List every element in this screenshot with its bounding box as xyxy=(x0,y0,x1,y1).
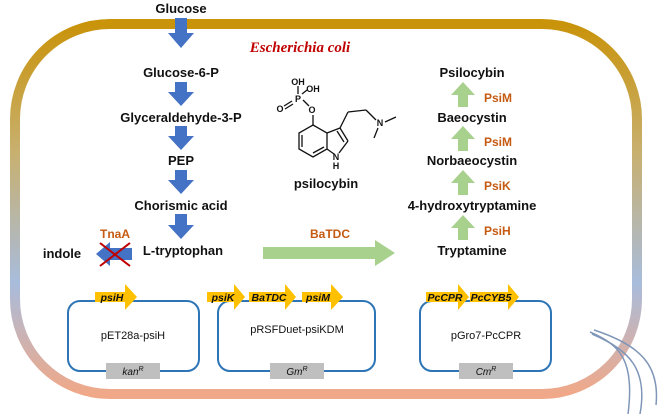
arrow-down-icon xyxy=(168,126,194,150)
gene-pccyb5: PcCYB5 xyxy=(471,292,512,304)
marker-sup: R xyxy=(303,366,308,373)
gene-batdc: BaTDC xyxy=(251,292,286,304)
atom-oh-1: OH xyxy=(291,77,305,87)
compound-chorismic-acid: Chorismic acid xyxy=(134,198,227,213)
enzyme-psim-1: PsiM xyxy=(484,135,512,149)
compound-glucose-6-p: Glucose-6-P xyxy=(143,65,219,80)
atom-o-ester: O xyxy=(308,105,315,115)
green-arrows xyxy=(451,82,475,240)
gene-pccpr: PcCPR xyxy=(427,292,462,304)
atom-o-double: O xyxy=(276,104,283,114)
svg-text:GmR: GmR xyxy=(286,366,307,378)
arrow-down-icon xyxy=(168,214,194,239)
gene-arrow-pccpr xyxy=(426,284,469,310)
arrow-up-icon xyxy=(451,126,475,151)
compound-psilocybin: Psilocybin xyxy=(439,65,504,80)
psilocybin-structure xyxy=(283,86,397,158)
arrow-right-icon xyxy=(263,240,395,266)
enzyme-psim-2: PsiM xyxy=(484,91,512,105)
gene-arrow-psim xyxy=(302,284,343,310)
marker-sup: R xyxy=(139,366,144,373)
atom-h-indole: H xyxy=(333,161,340,171)
atom-n-amine: N xyxy=(377,118,384,128)
flagella xyxy=(589,329,658,414)
organism-title: Escherichia coli xyxy=(249,40,351,56)
atom-oh-2: OH xyxy=(306,84,320,94)
plasmid-name: pGro7-PcCPR xyxy=(451,330,521,342)
compound-baeocystin: Baeocystin xyxy=(437,110,506,125)
marker-gm: Gm xyxy=(286,367,302,378)
compound-glucose: Glucose xyxy=(155,1,206,16)
arrow-up-icon xyxy=(451,170,475,195)
cell-membrane xyxy=(10,19,642,399)
gene-psih: psiH xyxy=(100,292,124,304)
marker-kan: kan xyxy=(122,367,139,378)
compound-glyceraldehyde-3-p: Glyceraldehyde-3-P xyxy=(120,110,242,125)
gene-arrow-psik xyxy=(207,284,245,310)
gene-psik: psiK xyxy=(211,292,236,304)
compound-l-tryptophan: L-tryptophan xyxy=(143,243,223,258)
enzyme-tnaa: TnaA xyxy=(100,227,130,241)
svg-text:kanR: kanR xyxy=(122,366,143,378)
compound-4-hydroxytryptamine: 4-hydroxytryptamine xyxy=(408,198,537,213)
plasmid-pet28a-psih: kanR psiH pET28a-psiH xyxy=(67,284,200,379)
svg-text:CmR: CmR xyxy=(476,366,497,378)
marker-sup: R xyxy=(491,366,496,373)
gene-psim: psiM xyxy=(305,292,330,304)
gene-arrow-batdc xyxy=(249,284,296,310)
compound-tryptamine: Tryptamine xyxy=(437,243,506,258)
gene-arrow-pccyb5 xyxy=(470,284,519,310)
arrow-up-icon xyxy=(451,215,475,240)
molecule-name: psilocybin xyxy=(294,176,358,191)
compound-pep: PEP xyxy=(168,153,194,168)
compound-norbaeocystin: Norbaeocystin xyxy=(427,153,517,168)
arrow-up-icon xyxy=(451,82,475,107)
arrow-down-icon xyxy=(168,82,194,106)
enzyme-psik: PsiK xyxy=(484,179,511,193)
gene-arrow-psih xyxy=(95,284,137,310)
plasmid-prsfduet-psikdm: GmR psiK BaTDC psiM pRSFDuet-psiKDM xyxy=(207,284,376,379)
marker-cm: Cm xyxy=(476,367,492,378)
enzyme-batdc: BaTDC xyxy=(310,227,350,241)
plasmid-name: pRSFDuet-psiKDM xyxy=(250,324,344,336)
knockout-cross-icon xyxy=(99,242,131,267)
atom-p: P xyxy=(295,94,301,104)
arrow-down-icon xyxy=(168,18,194,48)
arrow-down-icon xyxy=(168,170,194,194)
atom-n-indole: N xyxy=(333,152,340,162)
compound-indole: indole xyxy=(43,246,81,261)
enzyme-psih: PsiH xyxy=(484,224,511,238)
plasmid-pgro7-pccpr: CmR PcCPR PcCYB5 pGro7-PcCPR xyxy=(419,284,552,379)
plasmid-name: pET28a-psiH xyxy=(101,330,165,342)
